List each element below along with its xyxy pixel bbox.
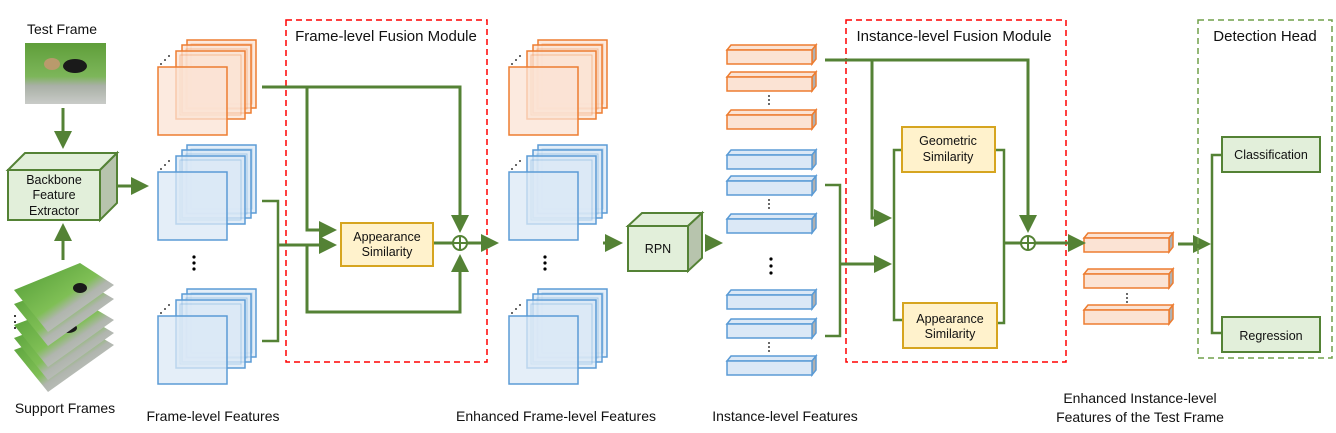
classification-box: Classification	[1221, 136, 1321, 173]
frame-fusion-module-border	[285, 19, 488, 363]
sum-icon-instance	[1020, 235, 1036, 251]
appearance-similarity-frame: Appearance Similarity	[340, 222, 434, 267]
backbone-line-3: Extractor	[29, 204, 79, 218]
geometric-line-1: Geometric	[919, 134, 977, 148]
frame-fusion-module-title: Frame-level Fusion Module	[295, 28, 477, 45]
test-frame-image	[25, 43, 106, 104]
enhanced-instance-bar	[1082, 230, 1175, 255]
support-feature-stack-2	[157, 288, 257, 385]
rpn-label: RPN	[645, 242, 671, 256]
instance-support-bar	[725, 147, 818, 172]
instance-fusion-module-border	[845, 19, 1067, 363]
frame-level-features-label: Frame-level Features	[146, 408, 279, 424]
detection-head-border	[1197, 19, 1333, 359]
test-feature-stack	[157, 39, 257, 136]
enhanced-instance-label-line-2: Features of the Test Frame	[1056, 409, 1224, 425]
backbone-feature-extractor: Backbone Feature Extractor	[5, 150, 120, 223]
enhanced-instance-bar	[1082, 302, 1175, 327]
enhanced-instance-bar	[1082, 266, 1175, 291]
detection-head-connector	[1210, 153, 1222, 335]
geometric-similarity-box: Geometric Similarity	[901, 126, 996, 173]
backbone-line-1: Backbone	[26, 173, 82, 187]
appearance-line-1: Appearance	[353, 230, 420, 244]
classification-label: Classification	[1234, 148, 1308, 162]
regression-box: Regression	[1221, 316, 1321, 353]
enhanced-test-feature-stack	[508, 39, 608, 136]
support-frames-label: Support Frames	[15, 400, 115, 416]
enhanced-feature-ellipsis	[543, 255, 547, 271]
rpn-block: RPN	[625, 210, 705, 274]
backbone-line-2: Feature	[32, 188, 75, 202]
appearance-similarity-instance: Appearance Similarity	[902, 302, 998, 349]
appearance-line-2: Similarity	[362, 245, 413, 259]
enhanced-support-feature-stack-2	[508, 288, 608, 385]
enhanced-frame-level-features-label: Enhanced Frame-level Features	[456, 408, 656, 424]
frame-fusion-connectors	[262, 85, 499, 343]
regression-label: Regression	[1239, 329, 1302, 343]
instance-ellipsis	[768, 95, 1128, 352]
instance-support-bar	[725, 211, 818, 236]
instance-fusion-connectors	[825, 58, 1086, 338]
enhanced-support-feature-stack-1	[508, 144, 608, 241]
test-frame-label: Test Frame	[27, 21, 97, 37]
instance-support-bar	[725, 316, 818, 341]
instance-level-features-label: Instance-level Features	[712, 408, 858, 424]
instance-test-bar	[725, 69, 818, 94]
sum-icon-frame	[452, 235, 468, 251]
instance-test-bar	[725, 107, 818, 132]
detection-head-title: Detection Head	[1213, 28, 1316, 45]
feature-ellipsis	[192, 255, 196, 271]
instance-support-bar	[725, 353, 818, 378]
instance-support-bar	[725, 173, 818, 198]
appearance-line-1: Appearance	[916, 312, 983, 326]
support-feature-stack-1	[157, 144, 257, 241]
geometric-line-2: Similarity	[923, 150, 974, 164]
support-frames-stack	[14, 263, 114, 392]
appearance-line-2: Similarity	[925, 327, 976, 341]
instance-support-bar	[725, 287, 818, 312]
enhanced-instance-label-line-1: Enhanced Instance-level	[1063, 390, 1216, 406]
instance-test-bar	[725, 42, 818, 67]
instance-fusion-module-title: Instance-level Fusion Module	[856, 28, 1051, 45]
